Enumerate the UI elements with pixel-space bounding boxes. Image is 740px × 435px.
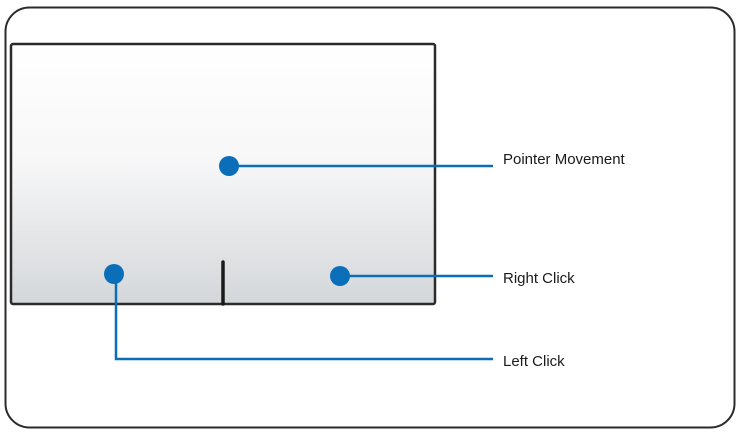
right-click-dot	[330, 266, 350, 286]
pointer-movement-label: Pointer Movement	[503, 151, 625, 168]
right-click-label: Right Click	[503, 270, 575, 287]
pointer-movement-dot	[219, 156, 239, 176]
left-click-label: Left Click	[503, 353, 565, 370]
left-click-callout-line	[114, 274, 493, 361]
left-click-dot	[104, 264, 124, 284]
